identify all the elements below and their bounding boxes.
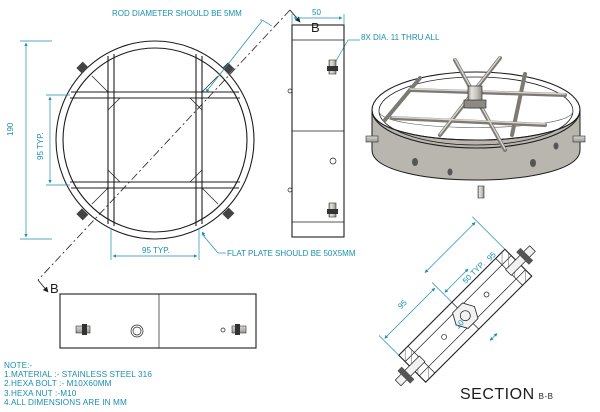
side-view <box>287 24 345 238</box>
note-item: 1.MATERIAL :- STAINLESS STEEL 316 <box>4 370 152 380</box>
bottom-view <box>59 293 257 349</box>
holes-note: 8X DIA. 11 THRU ALL <box>361 33 440 42</box>
dim-95-vertical <box>46 94 70 186</box>
note-item: 4.ALL DIMENSIONS ARE IN MM <box>4 397 127 407</box>
bottom-bolt-icon <box>75 324 247 335</box>
notes-block: NOTE:- 1.MATERIAL :- STAINLESS STEEL 316… <box>4 361 152 407</box>
note-item: 3.HEXA NUT :-M10 <box>4 388 77 398</box>
center-bolt-icon <box>463 85 487 109</box>
flat-plate-note: FLAT PLATE SHOULD BE 50X5MM <box>227 249 356 258</box>
side-bolt-icon <box>327 59 338 218</box>
cut-label-bottom: B <box>50 281 59 296</box>
dim-95-vertical-label: 95 TYP. <box>36 132 45 160</box>
note-item: 2.HEXA BOLT :- M10X60MM <box>4 379 112 389</box>
dim-190 <box>20 40 52 240</box>
dim-95-horizontal <box>110 228 200 260</box>
section-title-suffix: B-B <box>538 392 554 401</box>
dim-95-horizontal-label: 95 TYP. <box>142 246 170 255</box>
iso-bolt-icon <box>365 135 586 199</box>
section-view <box>378 216 536 387</box>
cut-label-top: B <box>311 20 320 35</box>
notes-header: NOTE:- <box>4 361 33 370</box>
dim-50-label: 50 <box>312 8 321 17</box>
bolt-icon <box>76 61 235 221</box>
section-title-main: SECTION <box>460 386 535 403</box>
isometric-view <box>365 56 586 199</box>
front-view <box>37 9 301 293</box>
rod-diameter-note: ROD DIAMETER SHOULD BE 5MM <box>112 9 242 18</box>
dim-190-label: 190 <box>6 122 15 136</box>
dim-50 <box>291 14 345 25</box>
